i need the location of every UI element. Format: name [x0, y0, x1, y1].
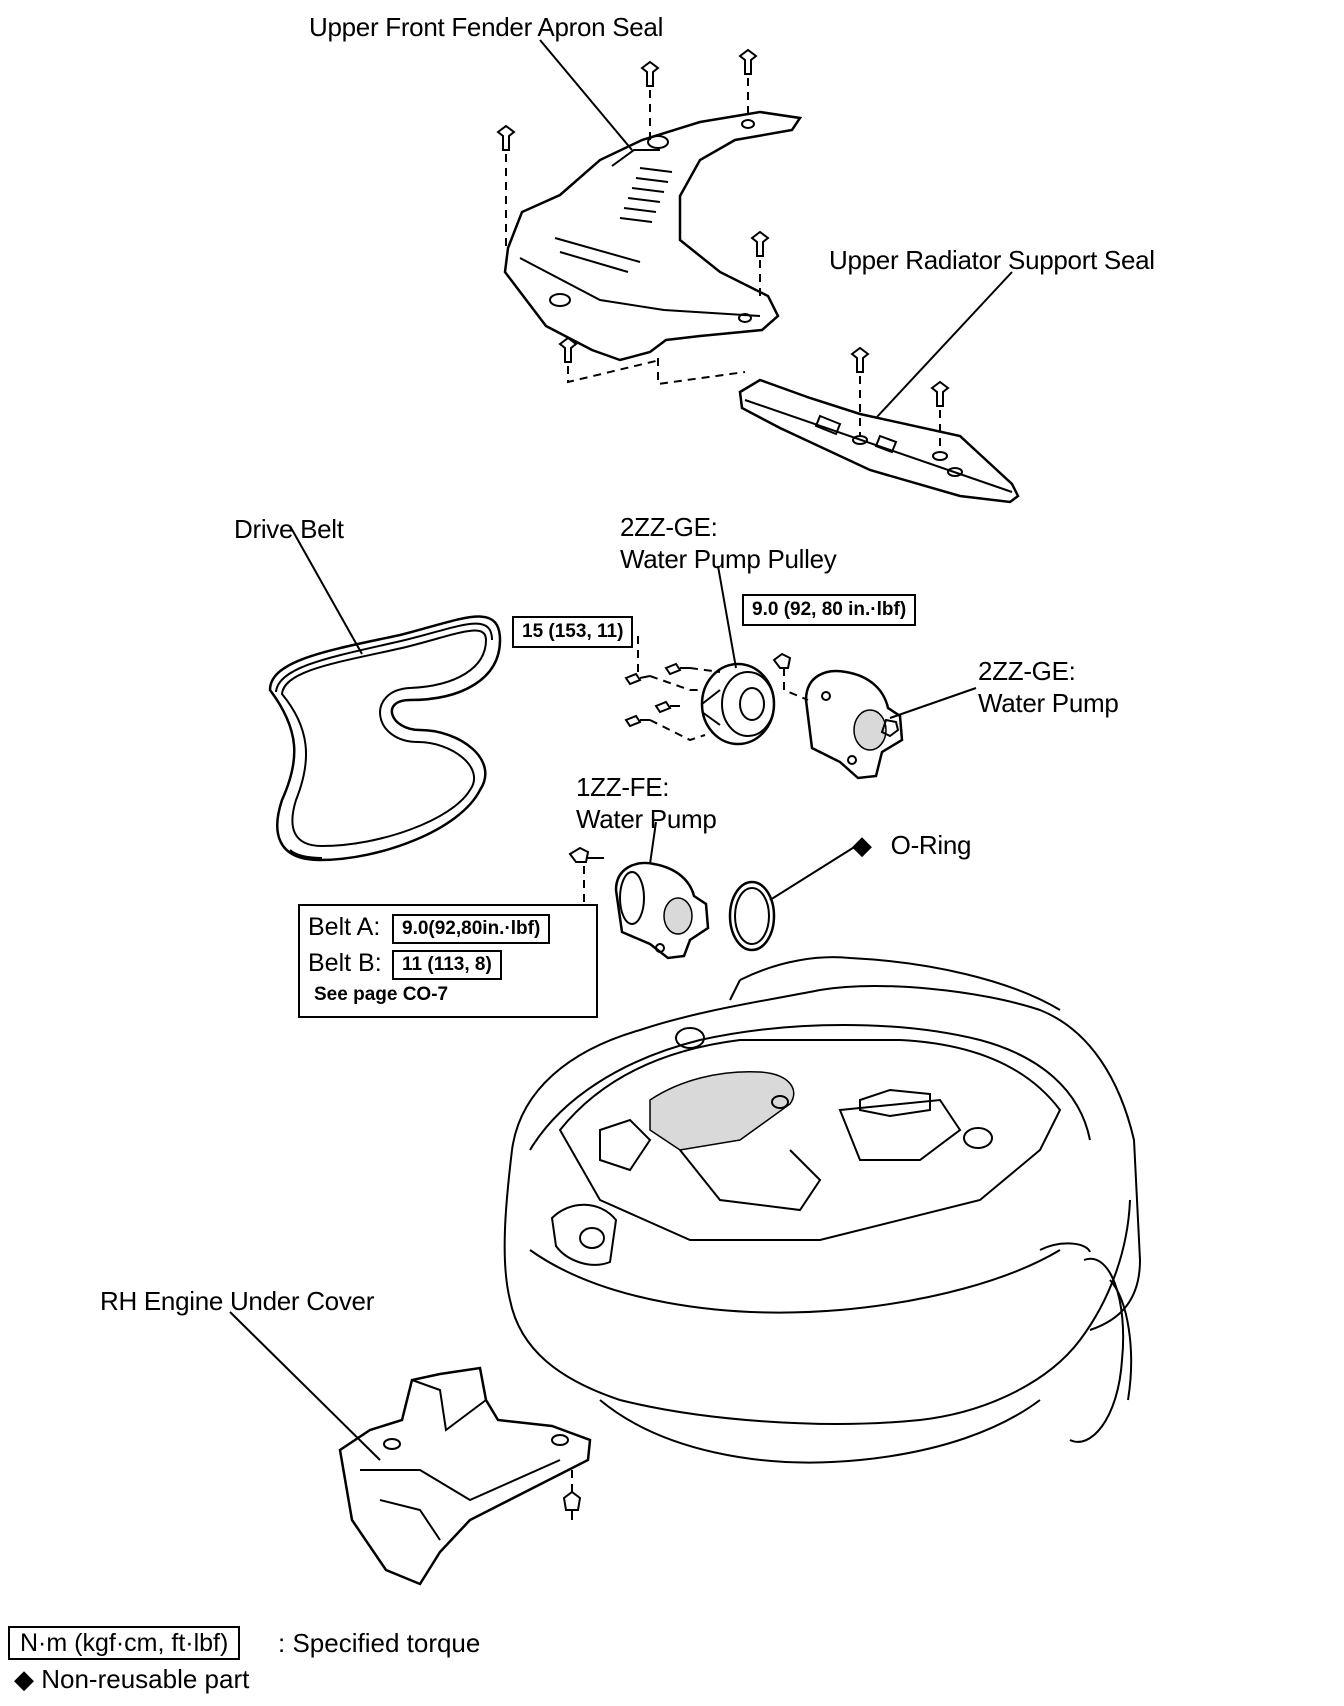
nonreusable-diamond-icon: ◆ [852, 830, 872, 860]
legend-specified-torque: : Specified torque [278, 1628, 481, 1658]
water-pump-pulley-2zz [700, 662, 776, 746]
label-rh-engine-under-cover: RH Engine Under Cover [100, 1286, 375, 1316]
legend-nonreusable-part: ◆ Non-reusable part [14, 1664, 250, 1694]
water-pump-1zz [568, 846, 710, 960]
label-pump-1zz-engine: 1ZZ-FE: [576, 772, 670, 802]
belt-b-torque-box: 11 (113, 8) [392, 950, 502, 980]
drive-belt [268, 615, 502, 862]
label-upper-front-fender-apron-seal: Upper Front Fender Apron Seal [309, 12, 664, 42]
label-water-pump-pulley: Water Pump Pulley [620, 544, 837, 574]
label-pump-2zz-name: Water Pump [978, 688, 1119, 718]
o-ring-text: O-Ring [890, 830, 972, 860]
legend-torque-units-box: N·m (kgf·cm, ft·lbf) [8, 1626, 241, 1660]
label-upper-radiator-support-seal: Upper Radiator Support Seal [829, 245, 1155, 275]
belt-a-label: Belt A: [308, 913, 381, 941]
belt-a-torque-box: 9.0(92,80in.·lbf) [392, 914, 551, 944]
rh-engine-under-cover [338, 1366, 592, 1586]
upper-front-fender-apron-seal [496, 48, 803, 386]
vehicle-front-view [503, 956, 1142, 1464]
belt-b-label: Belt B: [308, 949, 382, 977]
label-pump-2zz-engine: 2ZZ-GE: [978, 656, 1076, 686]
label-pulley-engine: 2ZZ-GE: [620, 512, 718, 542]
upper-radiator-support-seal [738, 346, 1020, 504]
label-o-ring: ◆ O-Ring [852, 830, 972, 860]
label-drive-belt: Drive Belt [234, 514, 344, 544]
pulley-bolts [624, 636, 721, 742]
o-ring [728, 880, 776, 952]
see-page-reference: See page CO-7 [314, 984, 449, 1005]
leader-lines [229, 39, 1013, 1461]
belt-torque-panel: Belt A: 9.0(92,80in.·lbf) Belt B: 11 (11… [298, 904, 598, 1018]
torque-box-pulley-bolts: 15 (153, 11) [512, 616, 634, 648]
torque-box-pump-2zz: 9.0 (92, 80 in.·lbf) [742, 594, 917, 626]
label-pump-1zz-name: Water Pump [576, 804, 717, 834]
water-pump-2zz [772, 652, 904, 780]
